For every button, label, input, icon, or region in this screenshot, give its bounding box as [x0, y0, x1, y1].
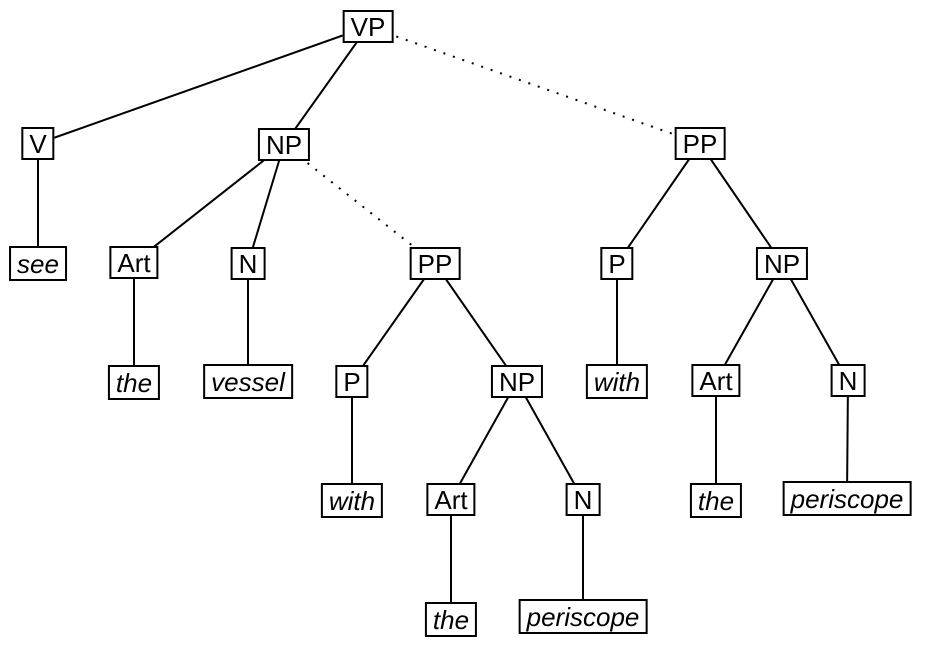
tree-edge-pp1-p1: [351, 262, 436, 383]
tree-node-p1: P: [335, 365, 369, 398]
tree-leaf-the1: the: [107, 365, 161, 400]
tree-edge-np2-art2: [450, 381, 518, 500]
tree-node-n2: N: [565, 483, 601, 516]
tree-leaf-periscope1: periscope: [518, 599, 648, 634]
tree-leaf-the3: the: [689, 483, 743, 518]
tree-node-np2: NP: [490, 365, 544, 398]
tree-node-np1: NP: [257, 128, 311, 161]
tree-leaf-see: see: [9, 246, 67, 281]
tree-edge-pp2-np3: [699, 142, 783, 265]
tree-edge-np3-n3: [781, 263, 849, 381]
tree-edge-np1-n1: [247, 144, 285, 264]
tree-node-np3: NP: [755, 247, 809, 280]
tree-leaf-with1: with: [320, 483, 384, 518]
tree-edge-vp-pp2: [367, 25, 701, 145]
tree-edge-vp-np1: [283, 25, 369, 146]
tree-node-v: V: [21, 127, 55, 160]
tree-edge-vp-v: [37, 25, 369, 145]
tree-edge-n3-periscope2: [846, 380, 849, 498]
tree-edge-np3-art3: [715, 263, 783, 381]
tree-edge-pp2-p2: [616, 142, 701, 265]
tree-edge-np1-pp1: [283, 143, 436, 265]
tree-node-vp: VP: [342, 10, 394, 43]
tree-leaf-the2: the: [424, 602, 478, 637]
tree-leaf-periscope2: periscope: [782, 481, 912, 516]
tree-node-pp1: PP: [409, 247, 461, 280]
tree-node-n1: N: [230, 247, 266, 280]
tree-node-n3: N: [830, 364, 866, 397]
tree-leaf-vessel: vessel: [203, 364, 293, 399]
tree-node-p2: P: [600, 247, 634, 280]
tree-node-art1: Art: [109, 246, 159, 279]
tree-node-art2: Art: [426, 483, 476, 516]
tree-leaf-with2: with: [585, 364, 649, 399]
tree-edge-np2-n2: [516, 381, 584, 500]
tree-node-art3: Art: [691, 364, 741, 397]
tree-edge-pp1-np2: [434, 262, 518, 383]
tree-edge-np1-art1: [133, 143, 285, 264]
tree-node-pp2: PP: [674, 127, 726, 160]
